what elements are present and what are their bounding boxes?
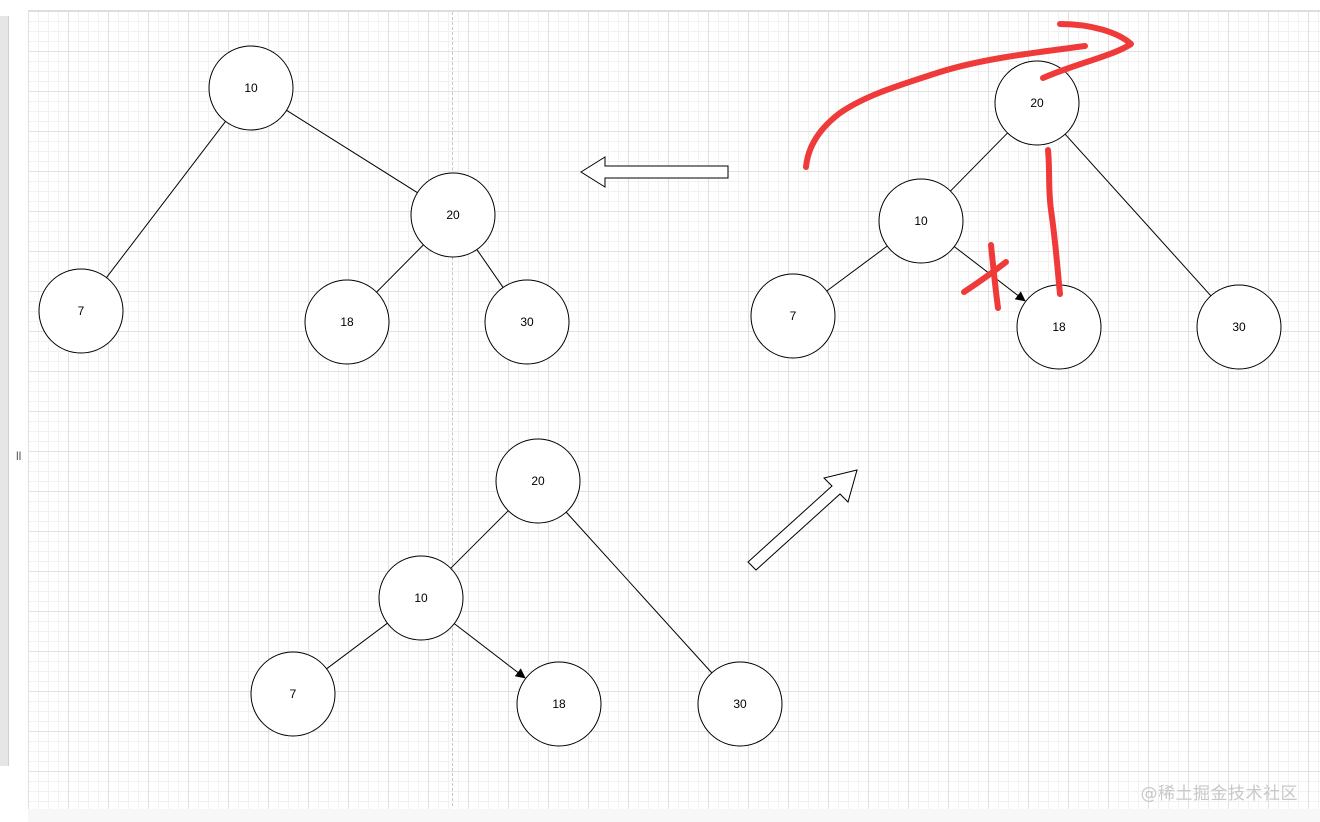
tree-node-7[interactable]: 7 (38, 268, 124, 354)
tree-node-18[interactable]: 18 (304, 279, 390, 365)
cross-stroke-a-icon (988, 242, 1001, 311)
node-label: 20 (531, 474, 545, 488)
panel-resize-handle[interactable]: ll (16, 449, 22, 463)
tree-node-7[interactable]: 7 (250, 651, 336, 737)
tree-node-10[interactable]: 10 (378, 555, 464, 641)
tree-node-20[interactable]: 20 (410, 172, 496, 258)
tree-bottom: 20 10 7 18 30 (250, 438, 783, 747)
tree-node-30[interactable]: 30 (484, 279, 570, 365)
page-break-line (452, 12, 453, 806)
tree-edge-20-30[interactable] (476, 249, 504, 288)
node-label: 7 (78, 304, 85, 318)
tree-node-7[interactable]: 7 (750, 273, 836, 359)
tree-node-10[interactable]: 10 (878, 178, 964, 264)
node-label: 18 (552, 697, 566, 711)
watermark: @稀土掘金技术社区 (1140, 784, 1298, 804)
node-label: 20 (1030, 96, 1044, 110)
rotation-stroke-icon (803, 43, 1088, 170)
tree-node-10[interactable]: 10 (208, 45, 294, 131)
tree-edge-20-10[interactable] (450, 510, 509, 569)
tree-node-18[interactable]: 18 (1016, 284, 1102, 370)
tree-node-30[interactable]: 30 (697, 661, 783, 747)
node-label: 30 (733, 697, 747, 711)
rotation-arrowhead-icon (1040, 21, 1134, 81)
bottom-scrollbar[interactable] (28, 809, 1320, 822)
node-label: 30 (1232, 320, 1246, 334)
diagram-canvas[interactable] (28, 10, 1320, 810)
tree-top-left: 10 20 7 18 30 (38, 45, 570, 365)
node-label: 10 (244, 81, 258, 95)
tree-node-30[interactable]: 30 (1196, 284, 1282, 370)
tree-top-right: 20 10 7 18 30 (750, 60, 1282, 370)
tree-node-20[interactable]: 20 (994, 60, 1080, 146)
node-label: 10 (914, 214, 928, 228)
tree-edge-20-10[interactable] (950, 132, 1008, 192)
node-label: 30 (520, 315, 534, 329)
left-sidebar-collapsed[interactable] (0, 16, 9, 766)
tree-node-18[interactable]: 18 (516, 661, 602, 747)
tree-edge-10-7[interactable] (106, 121, 226, 278)
cross-stroke-b-icon (961, 259, 1009, 295)
block-arrow-left[interactable] (580, 156, 729, 188)
tree-edge-10-7[interactable] (326, 622, 388, 670)
tree-node-20[interactable]: 20 (495, 438, 581, 524)
tree-edge-20-30[interactable] (1064, 133, 1212, 297)
tree-edge-20-18[interactable] (376, 244, 424, 293)
node-label: 7 (790, 309, 797, 323)
tree-edge-20-30[interactable] (565, 511, 713, 674)
red-annotation-layer (803, 21, 1134, 311)
edge-layer (326, 510, 713, 679)
edge-layer (106, 109, 504, 293)
node-label: 18 (340, 315, 354, 329)
block-arrow-up-right[interactable] (747, 469, 858, 571)
node-label: 18 (1052, 320, 1066, 334)
tree-edge-10-7[interactable] (826, 245, 888, 292)
tree-edge-10-20[interactable] (286, 109, 418, 194)
node-label: 10 (414, 591, 428, 605)
relink-stroke-icon (1045, 147, 1063, 297)
node-label: 7 (290, 687, 297, 701)
tree-edge-10-18[interactable] (454, 623, 526, 679)
node-label: 20 (446, 208, 460, 222)
